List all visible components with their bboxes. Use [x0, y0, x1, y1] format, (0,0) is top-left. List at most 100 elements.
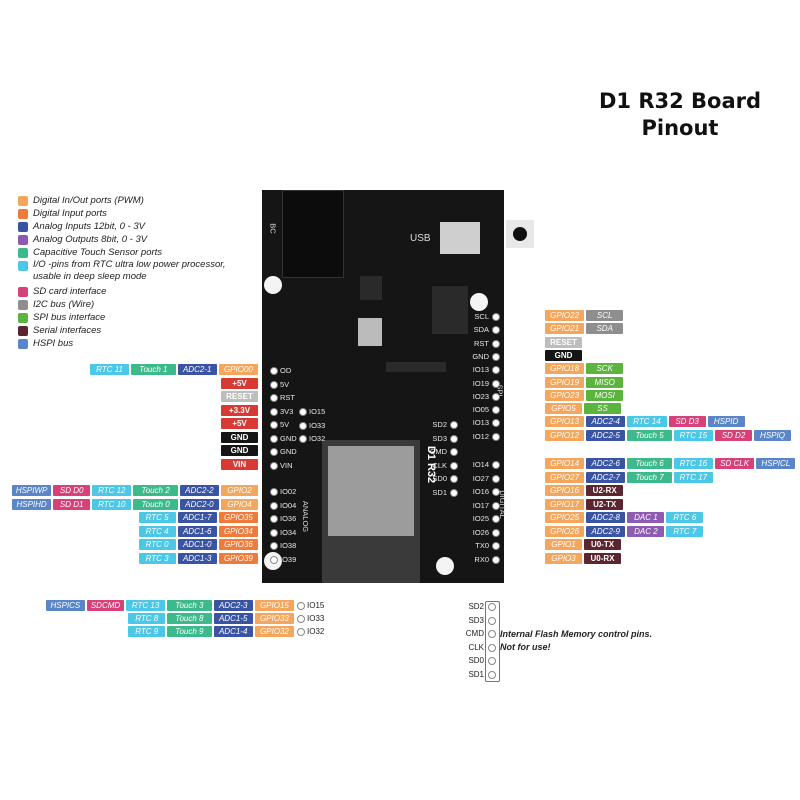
right-header-pin [492, 379, 500, 388]
pin-tag: ADC2-0 [179, 498, 219, 510]
flash-note-line-1: Internal Flash Memory control pins. [500, 629, 653, 639]
pin-tag: GPIO27 [545, 471, 585, 483]
power-jack [282, 190, 344, 278]
smd-row [386, 362, 446, 372]
pin-tag: SCL [586, 310, 624, 321]
analog-header-label: IO36 [280, 514, 297, 523]
left-header-label: GND [280, 433, 297, 443]
pin-tag: ADC1-5 [213, 613, 253, 624]
icsp-pin [299, 435, 307, 443]
crystal [358, 318, 382, 346]
pin-tag: +5V [221, 377, 258, 389]
digital-header-label: IO25 [472, 514, 489, 523]
pin-tag: ADC1-0 [177, 539, 217, 550]
pin-tag: SCK [586, 363, 624, 375]
icsp-pin [299, 421, 307, 430]
pin-tag: GPIO00 [218, 364, 258, 375]
flash-pin-frame [485, 601, 500, 682]
analog-header-label: IO34 [280, 527, 297, 537]
pin-tag: GPIO13 [545, 416, 585, 428]
sd-header-label: CMD [429, 447, 447, 456]
pin-tag: ADC1-7 [177, 512, 217, 523]
right-header-pin [492, 406, 500, 415]
mount-hole [470, 293, 488, 311]
pin-tag: U2-RX [586, 485, 624, 496]
right-header-label: IO05 [472, 405, 489, 415]
flash-pin-label: CMD [465, 629, 484, 638]
pin-tag: Touch 7 [627, 471, 672, 483]
pin-tag: SS [584, 403, 621, 415]
pin-tag: ADC1-4 [213, 626, 253, 637]
sd-header-label: SD3 [432, 433, 447, 443]
pin-tag: GND [221, 445, 258, 456]
sd-header-pin [450, 488, 458, 497]
pin-tag: ADC2-3 [213, 600, 253, 611]
pin-tag: RTC 8 [128, 613, 166, 624]
digital-header-pin [492, 555, 500, 564]
legend-label: Digital Input ports [33, 208, 107, 219]
pin-tag: HSPIWP [12, 485, 52, 496]
pin-tag: ADC2-5 [586, 429, 626, 441]
pin-tag: RTC 12 [92, 485, 132, 496]
sd-header-label: CLK [432, 460, 447, 470]
pin-tag: U0-TX [584, 539, 621, 550]
pin-tag: GPIO35 [218, 512, 258, 523]
left-header-pin [270, 421, 278, 429]
digital-header-label: IO27 [472, 473, 489, 483]
pin-tag: GPIO23 [545, 389, 585, 401]
legend-swatch [18, 338, 28, 349]
sd-header-pin [450, 421, 458, 429]
legend-swatch [18, 247, 28, 258]
pin-tag: MOSI [586, 389, 624, 401]
pin-tag: U2-TX [586, 498, 624, 510]
pin-tag: RTC 17 [673, 471, 713, 483]
pin-tag: SDA [586, 323, 624, 335]
flash-pin [488, 616, 496, 625]
pin-tag: DAC 2 [627, 525, 665, 537]
sd-header-pin [450, 448, 458, 456]
left-header-pin [270, 434, 278, 443]
right-header-pin [492, 326, 500, 335]
sd-header-pin [450, 475, 458, 483]
pin-tag: Touch 3 [167, 600, 212, 611]
right-header-pin [492, 339, 500, 348]
pin-tag: HSPICL [756, 458, 796, 469]
pin-label: IO15 [307, 601, 325, 610]
left-header-pin [270, 407, 278, 416]
pin-tag: ADC2-4 [586, 416, 626, 428]
pin-tag: ADC2-1 [177, 364, 217, 375]
pin-tag: SDCMD [87, 600, 124, 611]
left-header-pin [270, 394, 278, 402]
legend-swatch [18, 325, 28, 336]
pin-tag: Touch 9 [167, 626, 212, 637]
pin-label: IO32 [307, 627, 325, 636]
pin-tag: Touch 5 [627, 429, 672, 441]
left-header-pin [270, 367, 278, 375]
flash-pin-label: SD1 [468, 669, 484, 679]
pin-tag: +3.3V [221, 404, 258, 416]
analog-header-label: IO02 [280, 487, 297, 496]
flash-pin-label: CLK [468, 642, 484, 652]
pin-tag: HSPIQ [754, 429, 791, 441]
analog-header-pin [270, 528, 278, 537]
right-header-label: SDA [473, 325, 489, 335]
right-header-label: IO13 [472, 365, 489, 375]
legend-swatch [18, 312, 28, 323]
pin-tag: GPIO12 [545, 429, 585, 441]
sd-header-label: SD2 [432, 420, 447, 429]
right-header-pin [492, 313, 500, 321]
digital-header-label: IO14 [472, 460, 489, 469]
pin-tag: RTC 0 [138, 539, 176, 550]
flash-pin [488, 643, 496, 652]
pin-tag: RTC 14 [627, 416, 667, 428]
digital-header-label: IO26 [472, 527, 489, 537]
pin-tag: GPIO32 [254, 626, 294, 637]
flash-pin [488, 630, 496, 638]
flash-pin-label: SD3 [468, 615, 484, 625]
right-header-pin [492, 366, 500, 375]
pin-tag: GND [221, 431, 258, 443]
pin-tag: GPIO17 [545, 498, 585, 510]
legend-swatch [18, 260, 28, 271]
analog-header-pin [270, 515, 278, 523]
